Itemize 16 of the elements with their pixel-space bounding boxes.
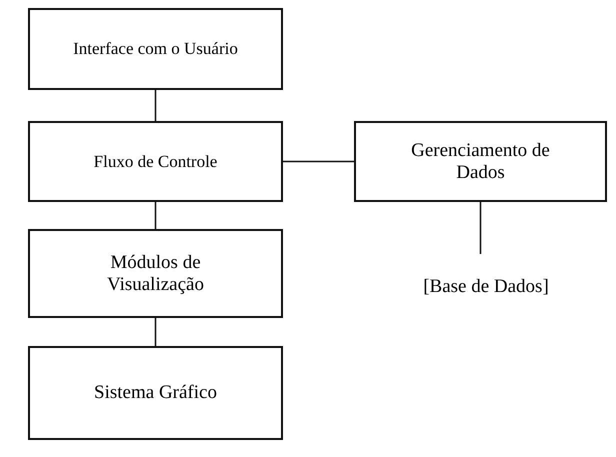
box-label: Gerenciamento de Dados bbox=[410, 140, 551, 184]
process-box bbox=[354, 121, 607, 202]
box-label: Fluxo de Controle bbox=[92, 152, 218, 172]
box-label: Módulos de Visualização bbox=[106, 252, 205, 296]
box-label: Interface com o Usuário bbox=[72, 39, 239, 59]
process-box bbox=[28, 346, 283, 440]
box-label: Sistema Gráfico bbox=[93, 382, 218, 404]
connector-line bbox=[154, 202, 156, 229]
connector-line bbox=[154, 90, 156, 121]
connector-line bbox=[154, 318, 156, 346]
node-label: [Base de Dados] bbox=[376, 270, 596, 304]
connector-line bbox=[283, 160, 354, 162]
process-box bbox=[28, 8, 283, 90]
process-box bbox=[28, 121, 283, 202]
connector-line bbox=[480, 202, 482, 254]
process-box bbox=[28, 229, 283, 318]
